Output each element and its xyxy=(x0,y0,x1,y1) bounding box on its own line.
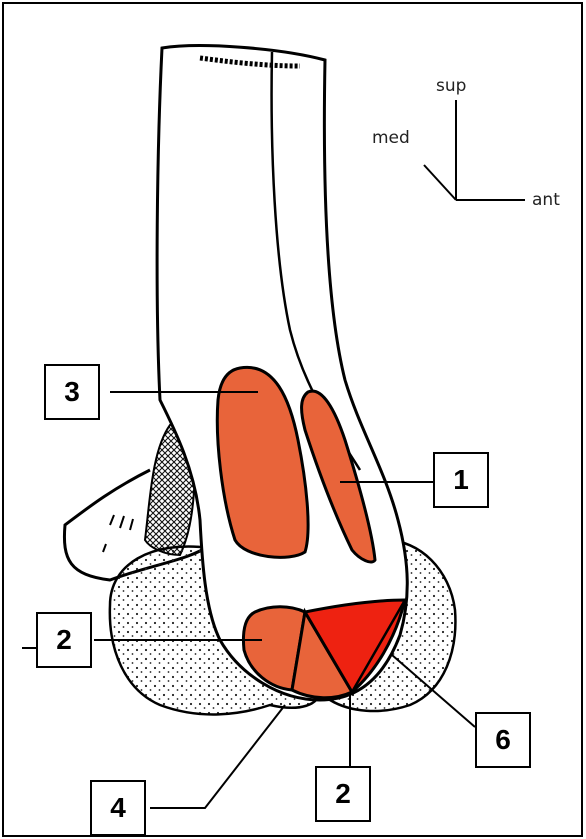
label-box-4: 4 xyxy=(90,780,146,836)
label-box-3: 3 xyxy=(44,364,100,420)
label-box-2-posterior: 2 xyxy=(36,612,92,668)
orientation-label-sup: sup xyxy=(436,76,466,96)
label-box-1: 1 xyxy=(433,452,489,508)
leader-line-4 xyxy=(150,705,285,808)
orientation-label-ant: ant xyxy=(532,190,560,210)
label-box-6: 6 xyxy=(475,712,531,768)
label-box-2-inferior: 2 xyxy=(315,766,371,822)
orientation-label-med: med xyxy=(372,128,410,148)
orientation-axis-med xyxy=(424,165,456,200)
